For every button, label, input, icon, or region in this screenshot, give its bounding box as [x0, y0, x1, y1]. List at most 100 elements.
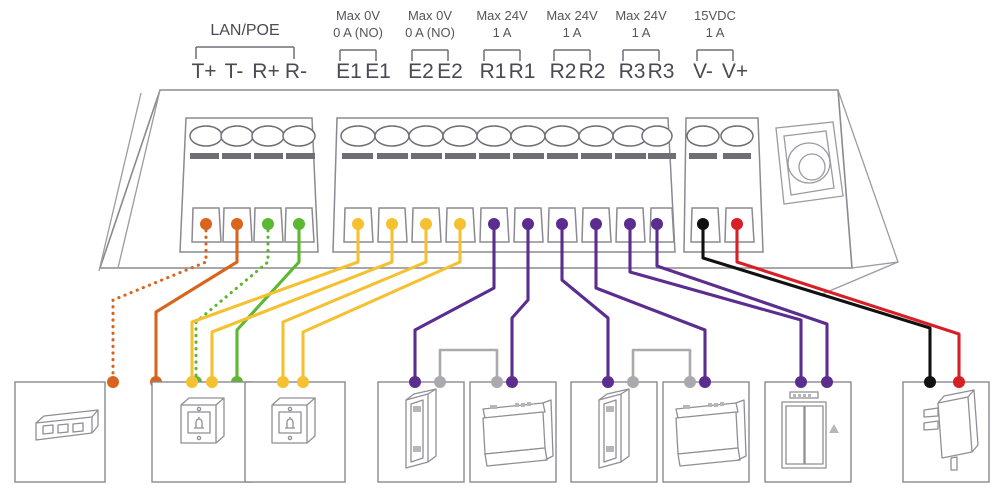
wire-r2-a — [560, 222, 610, 384]
screw-head-e2-b[interactable] — [442, 125, 478, 147]
screw-head-r1-b[interactable] — [510, 125, 546, 147]
screw-head-e2-a[interactable] — [408, 125, 444, 147]
slot-r-plus — [254, 153, 283, 159]
terminal-label-e1-a: E1 — [336, 60, 362, 83]
wire-t-minus — [154, 222, 239, 384]
device-doorbell-button-2[interactable] — [244, 376, 346, 483]
terminal-label-r3-a: R3 — [619, 60, 646, 83]
terminal-block-power[interactable] — [683, 117, 764, 253]
slot-r1-a — [479, 153, 510, 159]
adapter-top-face — [937, 389, 975, 404]
device-doorbell-button-1[interactable] — [151, 376, 253, 483]
terminal-block-wire-dots — [200, 218, 743, 230]
screw-head-r3-b[interactable] — [641, 125, 673, 147]
bracket-r1 — [483, 49, 521, 61]
elevator-door-frame — [781, 401, 827, 469]
slot-r-minus — [286, 153, 315, 159]
spec-power-line2: 1 A — [706, 25, 725, 40]
port-dot-r-minus — [293, 218, 305, 230]
screw-head-r2-a[interactable] — [544, 125, 580, 147]
terminal-label-e2-a: E2 — [408, 60, 434, 83]
port-dot-v-minus — [697, 218, 709, 230]
screw-head-v-minus[interactable] — [686, 125, 720, 147]
elevator-indicator-panel — [789, 391, 819, 399]
terminal-labels: LAN/POE T+ T- R+ R- Max 0V 0 A (NO) E1 E… — [191, 8, 748, 83]
slot-r2-a — [547, 153, 578, 159]
terminal-dot-relay1-in — [491, 376, 503, 388]
terminal-dot-relay2-in — [684, 376, 696, 388]
wire-e1-a — [190, 222, 360, 384]
relay-terminal-c-1 — [521, 403, 525, 407]
bell-screw-bottom-1 — [196, 435, 202, 441]
port-dot-r2-b — [590, 218, 602, 230]
relay-body-1 — [482, 411, 546, 455]
relay-terminal-a-1 — [490, 405, 497, 409]
bell-button-window-2 — [278, 411, 302, 434]
switch-top-face — [35, 409, 99, 424]
enclosure-right-edge — [819, 261, 899, 296]
switch-side-face — [91, 410, 99, 434]
device-door-lock-1[interactable] — [377, 376, 465, 483]
terminal-label-r2-b: R2 — [579, 60, 606, 83]
port-dot-e1-a — [352, 218, 364, 230]
device-elevator[interactable] — [764, 376, 852, 483]
terminal-dot-relay1-out — [506, 376, 518, 388]
bracket-r3 — [622, 49, 660, 61]
network-switch-icon — [35, 409, 99, 441]
device-relay-module-1[interactable] — [469, 376, 557, 483]
bell-glyph-1 — [194, 417, 204, 429]
terminal-block-lan-poe[interactable] — [179, 117, 319, 253]
screw-head-v-plus[interactable] — [720, 125, 754, 147]
enclosure-left-fold-b — [98, 92, 142, 272]
port-dot-e2-b — [454, 218, 466, 230]
spec-r3-line2: 1 A — [632, 25, 651, 40]
jumper-bundle — [438, 348, 692, 384]
strike-window-1 — [410, 399, 424, 463]
device-network-switch[interactable] — [14, 376, 243, 483]
switch-port-2 — [57, 423, 69, 434]
device-door-lock-2[interactable] — [570, 376, 658, 483]
screw-head-e1-a[interactable] — [340, 125, 376, 147]
adapter-cable-stub — [950, 456, 958, 471]
bracket-e1 — [339, 49, 377, 61]
strike-front-2 — [598, 393, 622, 469]
terminal-dot-relay2-out — [699, 376, 711, 388]
terminal-dot-t-plus — [107, 376, 119, 388]
elevator-indicator-led-3 — [803, 394, 806, 397]
port-dot-r3-a — [624, 218, 636, 230]
device-power-supply[interactable] — [902, 376, 990, 483]
port-dot-e2-a — [420, 218, 432, 230]
relay-terminal-d-2 — [720, 402, 724, 406]
wire-e2-b — [301, 222, 462, 384]
elevator-door-left — [785, 405, 805, 465]
relay-side-2 — [735, 399, 747, 461]
speaker-inner-frame — [783, 130, 835, 196]
terminal-dot-elevator-b — [821, 376, 833, 388]
screw-head-r2-b[interactable] — [578, 125, 614, 147]
din-relay-icon — [482, 399, 554, 467]
relay-bottom-rail-1 — [484, 447, 548, 467]
slot-r3-b — [648, 153, 676, 159]
strike-contact-bottom-2 — [606, 446, 614, 452]
elevator-door-right — [804, 405, 824, 465]
spec-e2-line2: 0 A (NO) — [405, 25, 455, 40]
wire-r-plus — [194, 222, 270, 384]
screw-head-r-plus[interactable] — [251, 125, 285, 147]
bell-screw-bottom-2 — [287, 435, 293, 441]
device-relay-module-2[interactable] — [662, 376, 750, 483]
terminal-block-relays[interactable] — [332, 117, 676, 253]
bell-button-icon — [180, 397, 225, 444]
screw-head-t-minus[interactable] — [220, 125, 254, 147]
terminal-label-t-minus: T- — [225, 60, 244, 83]
screw-head-r-minus[interactable] — [282, 125, 316, 147]
screw-head-t-plus[interactable] — [189, 125, 223, 147]
bell-button-icon — [271, 397, 316, 444]
screw-head-r1-a[interactable] — [476, 125, 512, 147]
screw-head-e1-b[interactable] — [374, 125, 410, 147]
strike-window-2 — [603, 399, 617, 463]
power-adapter-icon — [923, 389, 979, 471]
door-strike-icon — [405, 388, 437, 469]
wire-e2-a — [281, 222, 428, 384]
relay-side-1 — [542, 399, 554, 461]
